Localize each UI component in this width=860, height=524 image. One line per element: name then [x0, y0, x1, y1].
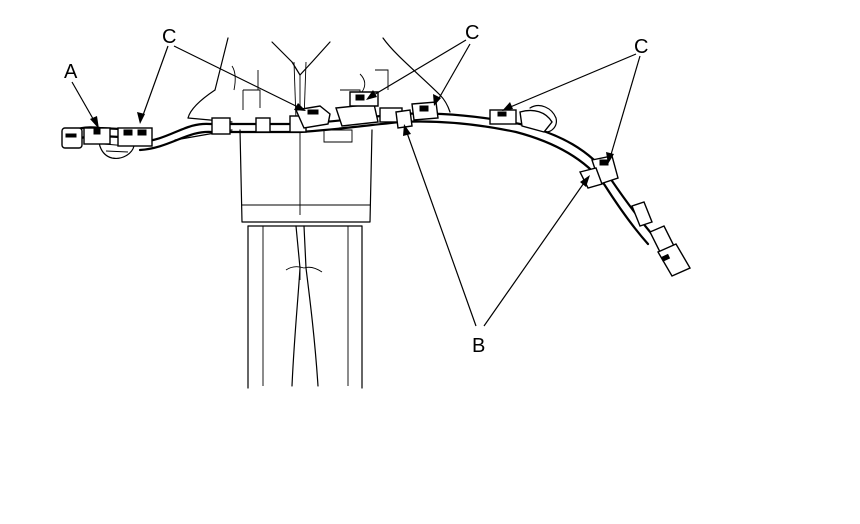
callout-c-middle: C [465, 22, 479, 44]
callout-b: B [472, 335, 485, 357]
wire-harness [61, 91, 691, 277]
callout-a: A [64, 61, 78, 83]
callout-c-right: C [634, 36, 648, 58]
leader-lines [71, 39, 641, 327]
person-figure [97, 37, 451, 389]
callout-c-left: C [162, 26, 176, 48]
